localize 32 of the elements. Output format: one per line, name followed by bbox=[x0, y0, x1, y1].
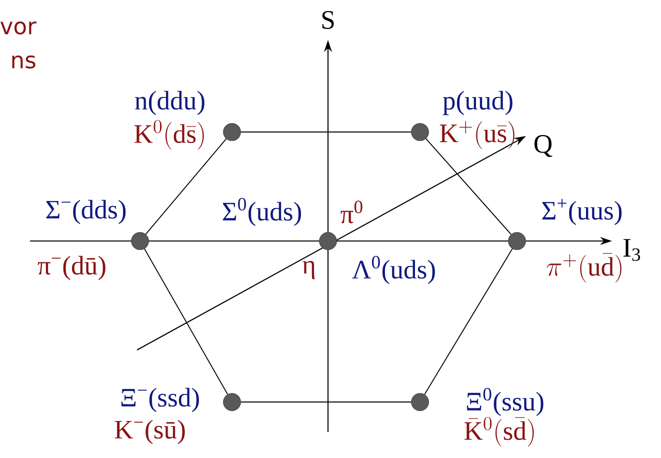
particle-dot bbox=[411, 123, 429, 141]
particle-label: Λ$^{0}$(uds) bbox=[352, 256, 435, 284]
particle-dot bbox=[508, 232, 526, 250]
particle-dot bbox=[131, 232, 149, 250]
axis-label: S bbox=[322, 11, 334, 29]
axis-label: I$_{3}$ bbox=[624, 239, 640, 261]
particle-label: K$^{−}$(sū) bbox=[114, 420, 185, 444]
hexagon-side bbox=[144, 248, 228, 395]
heading-text: ns bbox=[12, 56, 36, 68]
hexagon-side bbox=[424, 248, 513, 395]
particle-label: Σ$^{0}$(uds) bbox=[222, 198, 301, 226]
particle-label: p(uud) bbox=[442, 90, 512, 116]
particle-label: η bbox=[302, 260, 315, 280]
particle-dot bbox=[223, 123, 241, 141]
heading-text: vor bbox=[0, 22, 36, 34]
particle-label: Ξ$^{−}$(ssd) bbox=[121, 388, 199, 412]
particle-label: $\mathrm{K}^{+}(\mathrm{u}\bar{\mathrm{s}})$ bbox=[440, 121, 514, 150]
hexagon-side bbox=[425, 138, 512, 235]
particle-dot bbox=[223, 393, 241, 411]
particle-label: n(ddu) bbox=[135, 90, 204, 116]
particle-label: $\pi^{+}(\mathrm{u}\bar{\mathrm{d}})$ bbox=[546, 253, 622, 283]
particle-label: π$^{−}$(dū) bbox=[38, 256, 106, 280]
particle-dot bbox=[411, 393, 429, 411]
particle-label: Ξ$^{0}$(ssu) bbox=[466, 388, 544, 416]
particle-label: π$^{0}$ bbox=[340, 200, 362, 224]
particle-label: Σ$^{−}$(dds) bbox=[46, 200, 126, 224]
axis-label: Q bbox=[534, 135, 552, 157]
particle-label: Σ$^{+}$(uus) bbox=[542, 198, 622, 226]
hexagon-side bbox=[145, 138, 227, 235]
particle-label: $\bar{\mathrm{K}}^{0}(\mathrm{s}\bar{\mathrm{d}})$ bbox=[464, 416, 534, 447]
particle-label: $\mathrm{K}^{0}(\mathrm{d}\bar{\mathrm{s}})$ bbox=[134, 120, 204, 150]
particle-dot bbox=[319, 232, 337, 250]
